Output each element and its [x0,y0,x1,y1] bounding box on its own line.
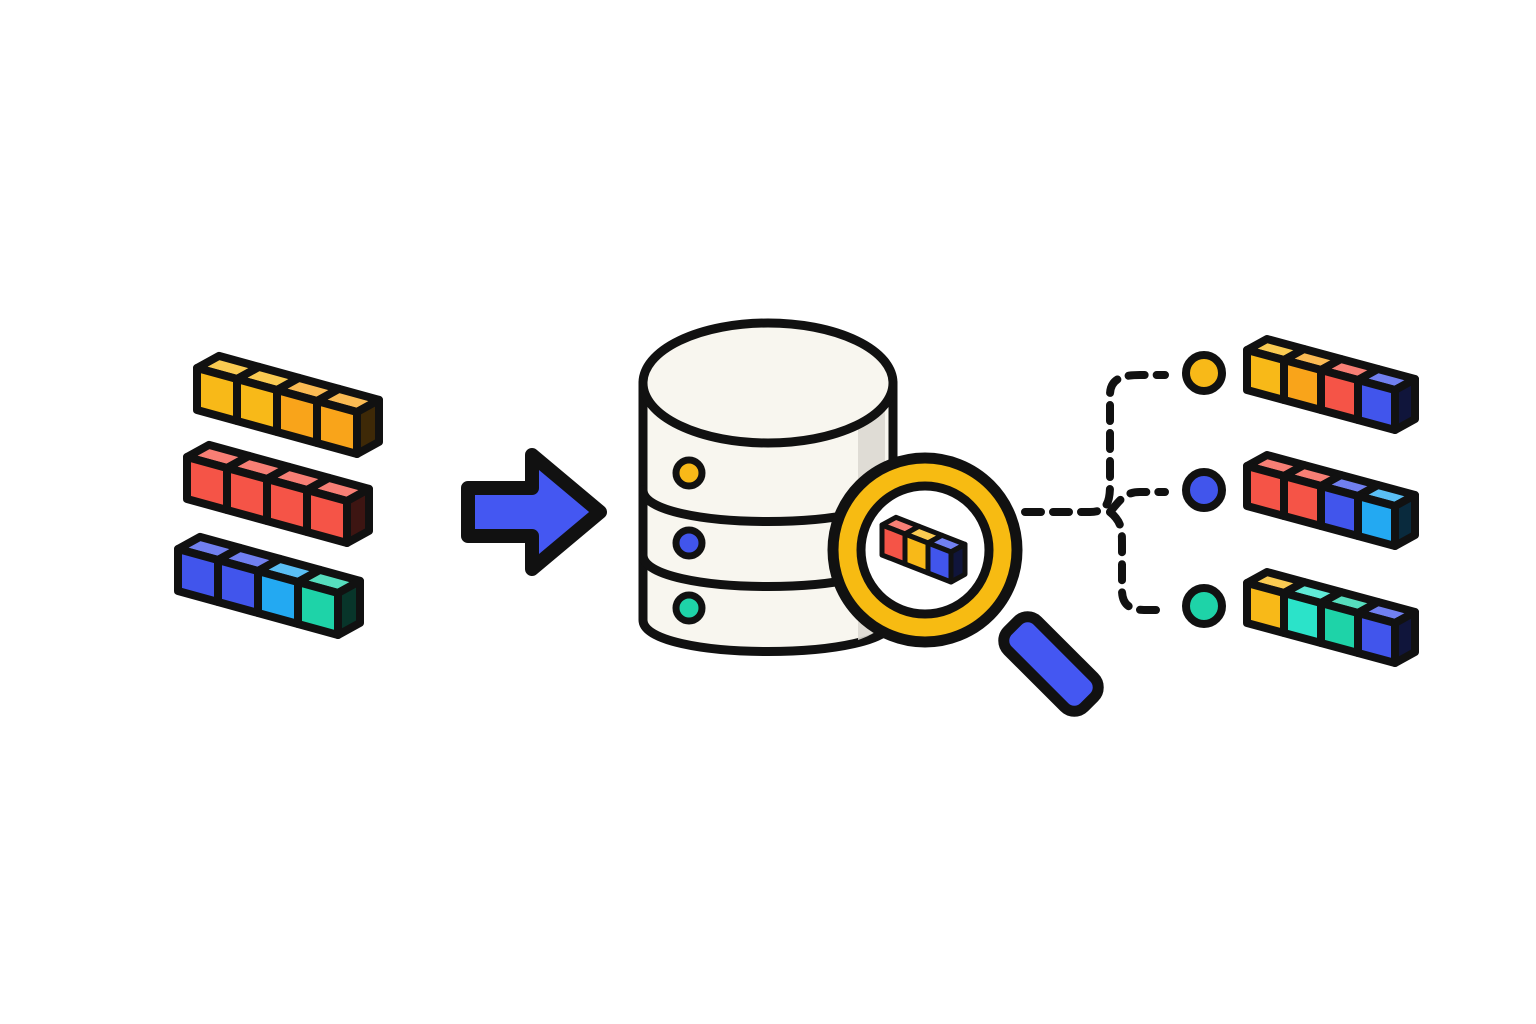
database-indicator-yellow [672,456,706,490]
database-indicator-blue [672,526,706,560]
vector-cell-blue [925,540,954,585]
vector-cell-sky [1354,492,1399,550]
result-3-dot [1182,584,1226,628]
magnifying-glass-icon [827,452,1104,717]
input-vector-3 [174,532,364,639]
vector-cell-red [1317,366,1362,424]
vector-cell-side [1391,375,1419,434]
vector-cell-sky [254,567,302,628]
result-2-dot [1182,468,1226,512]
result-3-vector [1243,568,1419,667]
vector-cell-yellow [233,375,281,436]
vector-cell-red [1243,462,1288,520]
vector-cell-red [303,486,351,547]
vector-cell-blue [214,556,262,617]
result-1-vector [1243,335,1419,434]
vector-cell-orange [273,386,321,447]
vector-cell-orange [1280,356,1325,414]
database-indicator-teal [672,591,706,625]
vector-cell-yellow [902,531,931,576]
input-vector-2 [183,440,373,547]
result-2-vector [1243,451,1419,550]
vector-cell-teal [1317,599,1362,657]
vector-cell-red [1280,472,1325,530]
right-arrow-icon [461,448,607,576]
vector-cell-blue [1317,482,1362,540]
vector-cell-red [879,522,908,567]
result-connectors [1021,371,1169,614]
vector-cell-aqua [1280,589,1325,647]
vector-cell-yellow [193,364,241,425]
input-vector-1 [193,351,383,458]
results-group [1182,335,1419,667]
vector-cell-teal [294,578,342,639]
vector-cell-blue [1354,609,1399,667]
vector-cell-side [1391,491,1419,550]
vector-cell-red [223,464,271,525]
vector-cell-side [343,484,373,547]
vector-cell-red [183,453,231,514]
database-icon [638,318,898,656]
vector-cell-blue [1354,376,1399,434]
vector-cell-orange [313,397,361,458]
vector-cell-yellow [1243,346,1288,404]
vector-cell-side [948,541,968,585]
query-vector-bar [879,514,968,585]
vector-cell-blue [174,545,222,606]
vector-cell-side [1391,608,1419,667]
query-vector [879,514,968,585]
vector-cell-red [263,475,311,536]
input-vectors-group [174,351,383,639]
vector-cell-side [334,576,364,639]
result-1-dot [1182,351,1226,395]
vector-cell-side [353,395,383,458]
vector-cell-yellow [1243,579,1288,637]
